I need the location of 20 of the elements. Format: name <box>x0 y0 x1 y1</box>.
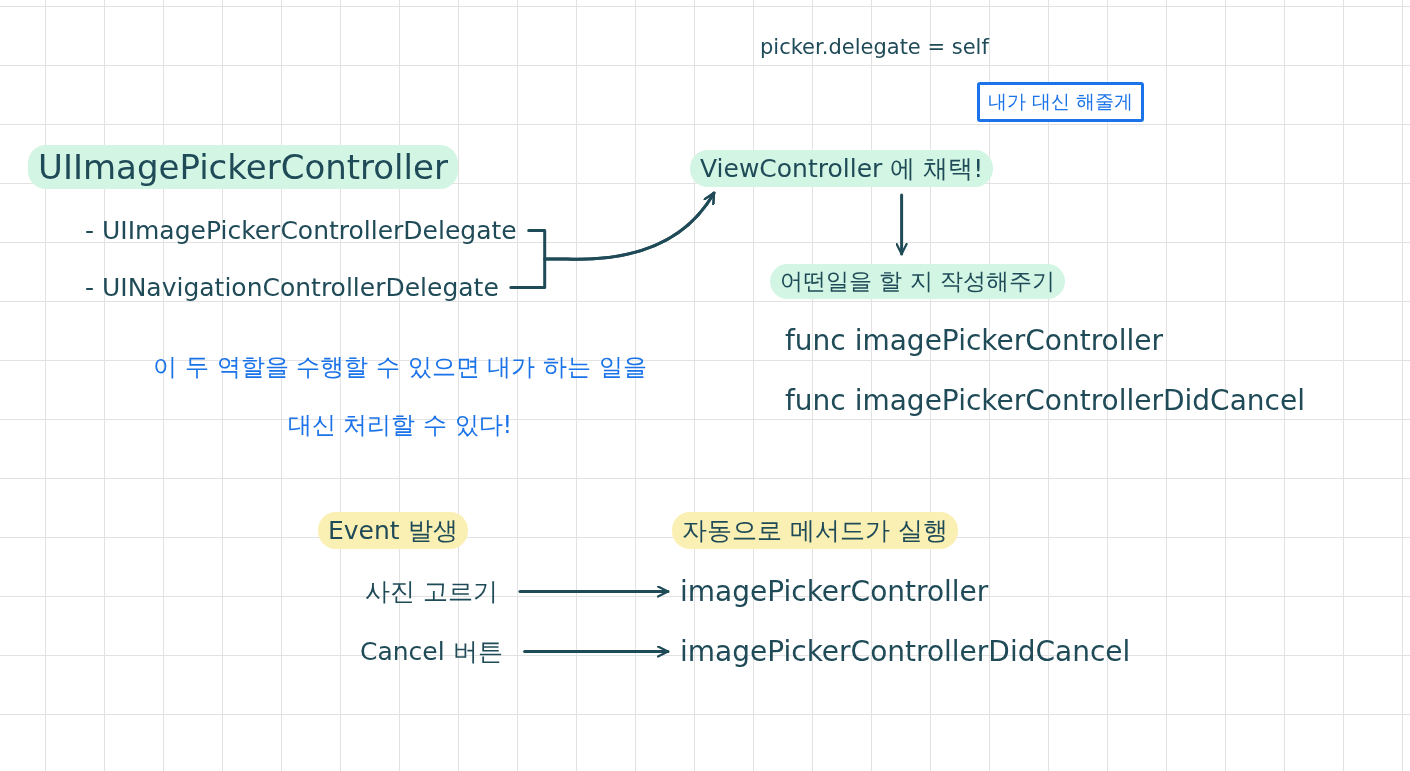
highlighted-text: Event 발생 <box>318 512 468 549</box>
list-item-text: - UIImagePickerControllerDelegate <box>85 216 517 245</box>
arrow <box>895 193 908 256</box>
heading-text: UIImagePickerController <box>28 145 458 189</box>
method-text: imagePickerControllerDidCancel <box>680 635 1131 668</box>
arrow <box>509 191 716 289</box>
event-text: Cancel 버튼 <box>360 635 503 668</box>
highlighted-text: ViewController 에 채택! <box>690 150 994 187</box>
highlighted-text: 자동으로 메서드가 실행 <box>672 512 958 549</box>
code-text: func imagePickerControllerDidCancel <box>785 384 1305 417</box>
arrow <box>518 585 670 598</box>
code-text: picker.delegate = self <box>760 35 989 59</box>
method-text: imagePickerController <box>680 575 989 608</box>
highlighted-text: 어떤일을 할 지 작성해주기 <box>770 264 1065 299</box>
list-item-text: - UINavigationControllerDelegate <box>85 273 499 302</box>
arrow <box>523 645 670 658</box>
event-text: 사진 고르기 <box>365 575 498 608</box>
code-text: func imagePickerController <box>785 324 1163 357</box>
note-text: 이 두 역할을 수행할 수 있으면 내가 하는 일을 대신 처리할 수 있다! <box>152 352 648 441</box>
speech-bubble: 내가 대신 해줄게 <box>977 82 1145 122</box>
